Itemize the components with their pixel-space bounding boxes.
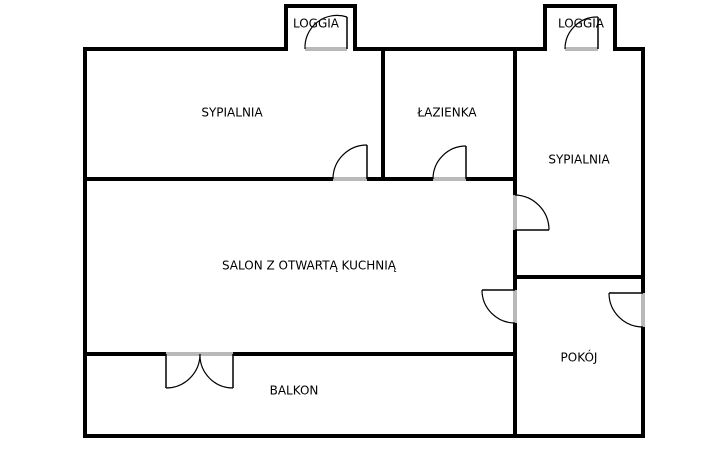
loggia-left-wall [284, 4, 357, 51]
loggia-right-wall [543, 4, 617, 51]
door-swings [165, 14, 644, 389]
label-bathroom: ŁAZIENKA [416, 106, 477, 120]
door-arc-loggia-left [304, 14, 348, 50]
room-labels: LOGGIA LOGGIA SYPIALNIA ŁAZIENKA SYPIALN… [201, 17, 610, 398]
outer-wall [83, 47, 645, 438]
walls [83, 4, 645, 438]
label-bedroom-right: SYPIALNIA [548, 153, 610, 167]
label-room: POKÓJ [561, 350, 598, 365]
label-bedroom-left: SYPIALNIA [201, 106, 263, 120]
label-loggia-left: LOGGIA [293, 17, 340, 31]
door-arc-bathroom [432, 145, 467, 180]
door-arc-loggia-right [564, 16, 599, 50]
door-arc-bedroom-right [514, 194, 550, 231]
door-openings [166, 47, 645, 356]
door-arc-balcony-right [199, 353, 234, 389]
label-balcony: BALKON [270, 384, 319, 398]
door-arc-living-room [481, 289, 516, 324]
door-arc-balcony-left [165, 353, 201, 389]
door-arc-bedroom-left [332, 144, 368, 180]
label-living-room: SALON Z OTWARTĄ KUCHNIĄ [222, 259, 397, 273]
door-arc-room [608, 292, 644, 328]
label-loggia-right: LOGGIA [558, 17, 605, 31]
